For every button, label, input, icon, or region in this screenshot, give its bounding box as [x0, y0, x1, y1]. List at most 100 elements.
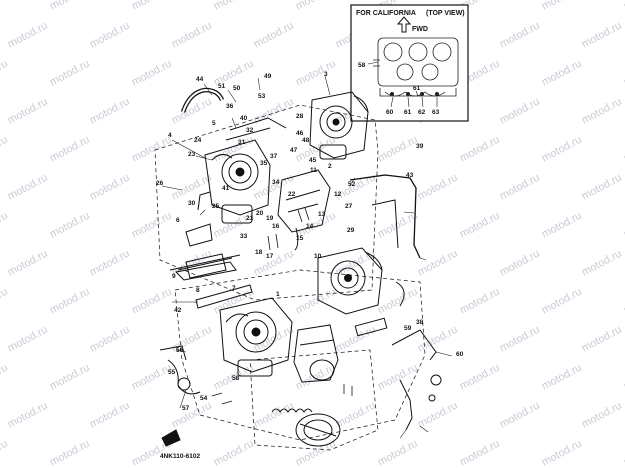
watermark-text: motod.ru	[170, 172, 214, 203]
reference-arrow-icon	[161, 429, 181, 447]
watermark-text: motod.ru	[294, 58, 338, 89]
inset-view-label: (TOP VIEW)	[426, 10, 465, 17]
part-callout-53: 53	[258, 93, 266, 100]
watermark-text: motod.ru	[458, 134, 502, 165]
fuel-hose	[371, 199, 399, 249]
watermark-text: motod.ru	[88, 172, 132, 203]
watermark-text: motod.ru	[334, 172, 378, 203]
watermark-text: motod.ru	[170, 20, 214, 51]
callout-labels: 1234567891011121314151617181920212223242…	[156, 71, 464, 412]
california-inset: FOR CALIFORNIA (TOP VIEW) FWD	[350, 4, 469, 122]
part-callout-44: 44	[196, 76, 204, 83]
part-callout-8: 8	[196, 287, 200, 294]
watermark-text: motod.ru	[212, 0, 256, 13]
part-callout-26: 26	[156, 180, 164, 187]
part-callout-7: 7	[232, 285, 236, 292]
part-callout-21: 21	[246, 215, 254, 222]
part-callout-10: 10	[314, 253, 322, 260]
watermark-text: motod.ru	[48, 134, 92, 165]
part-callout-50: 50	[233, 85, 241, 92]
part-callout-17: 17	[266, 253, 274, 260]
part-callout-3: 3	[324, 71, 328, 78]
part-callout-31: 31	[238, 139, 246, 146]
part-callout-29: 29	[347, 227, 355, 234]
watermark-text: motod.ru	[0, 134, 10, 165]
watermark-text: motod.ru	[130, 58, 174, 89]
inset-fwd-label: FWD	[412, 26, 428, 33]
part-callout-23: 23	[188, 151, 196, 158]
part-callout-28: 28	[296, 113, 304, 120]
part-callout-18: 18	[255, 249, 263, 256]
carburetor-body-lower-right	[317, 247, 405, 315]
part-callout-56: 56	[176, 347, 184, 354]
watermark-text: motod.ru	[294, 286, 338, 317]
part-callout-13: 13	[318, 211, 326, 218]
diaphragm-cover	[295, 413, 341, 447]
watermark-text: motod.ru	[376, 362, 420, 393]
watermark-text: motod.ru	[458, 286, 502, 317]
part-callout-25: 25	[212, 203, 220, 210]
watermark-text: motod.ru	[540, 362, 584, 393]
part-callout-6: 6	[176, 217, 180, 224]
part-callout-51: 51	[218, 83, 226, 90]
watermark-text: motod.ru	[170, 96, 214, 127]
diagram-code: 4NK110-6102	[160, 453, 200, 460]
watermark-text: motod.ru	[0, 0, 10, 13]
part-callout-4: 4	[168, 132, 172, 139]
part-callout-38: 38	[416, 319, 424, 326]
part-callout-16: 16	[272, 223, 280, 230]
watermark-text: motod.ru	[376, 286, 420, 317]
part-callout-35: 35	[260, 160, 268, 167]
watermark-text: motod.ru	[376, 438, 420, 468]
part-callout-19: 19	[266, 215, 274, 222]
carburetor-body-upper-left	[197, 139, 271, 224]
watermark-text: motod.ru	[540, 286, 584, 317]
part-callout-55: 55	[168, 369, 176, 376]
watermark-text: motod.ru	[0, 58, 10, 89]
part-callout-5: 5	[212, 120, 216, 127]
watermark-text: motod.ru	[580, 172, 624, 203]
part-callout-12: 12	[334, 191, 342, 198]
part-callout-34: 34	[272, 179, 280, 186]
watermark-text: motod.ru	[580, 400, 624, 431]
part-callout-27: 27	[345, 203, 353, 210]
watermark-text: motod.ru	[0, 438, 10, 468]
throttle-lever	[391, 329, 437, 361]
part-callout-45: 45	[309, 157, 317, 164]
watermark-text: motod.ru	[6, 248, 50, 279]
watermark-text: motod.ru	[88, 400, 132, 431]
part-callout-20: 20	[256, 210, 264, 217]
inset-callout-61: 61	[404, 109, 412, 116]
inset-title: FOR CALIFORNIA	[356, 10, 416, 17]
watermark-text: motod.ru	[498, 172, 542, 203]
watermark-text: motod.ru	[580, 248, 624, 279]
watermark-text: motod.ru	[6, 20, 50, 51]
part-callout-42: 42	[174, 307, 182, 314]
watermark-text: motod.ru	[48, 286, 92, 317]
watermark-text: motod.ru	[88, 20, 132, 51]
watermark-text: motod.ru	[540, 0, 584, 13]
watermark-text: motod.ru	[6, 324, 50, 355]
part-callout-43: 43	[406, 172, 414, 179]
part-callout-46: 46	[296, 130, 304, 137]
fuel-pipe	[349, 174, 421, 259]
watermark-text: motod.ru	[294, 438, 338, 468]
watermark-text: motod.ru	[498, 324, 542, 355]
watermark-text: motod.ru	[170, 400, 214, 431]
part-callout-58: 58	[232, 375, 240, 382]
spring	[271, 408, 313, 413]
watermark-text: motod.ru	[0, 210, 10, 241]
watermark-text: motod.ru	[416, 248, 460, 279]
watermark-text: motod.ru	[498, 96, 542, 127]
watermark-text: motod.ru	[540, 438, 584, 468]
watermark-text: motod.ru	[0, 286, 10, 317]
float-chamber-lower	[293, 324, 339, 383]
watermark-text: motod.ru	[416, 172, 460, 203]
mounting-bracket	[195, 284, 253, 309]
part-callout-2: 2	[328, 163, 332, 170]
leader-lines	[161, 75, 453, 439]
watermark-text: motod.ru	[48, 210, 92, 241]
watermark-text: motod.ru	[0, 362, 10, 393]
